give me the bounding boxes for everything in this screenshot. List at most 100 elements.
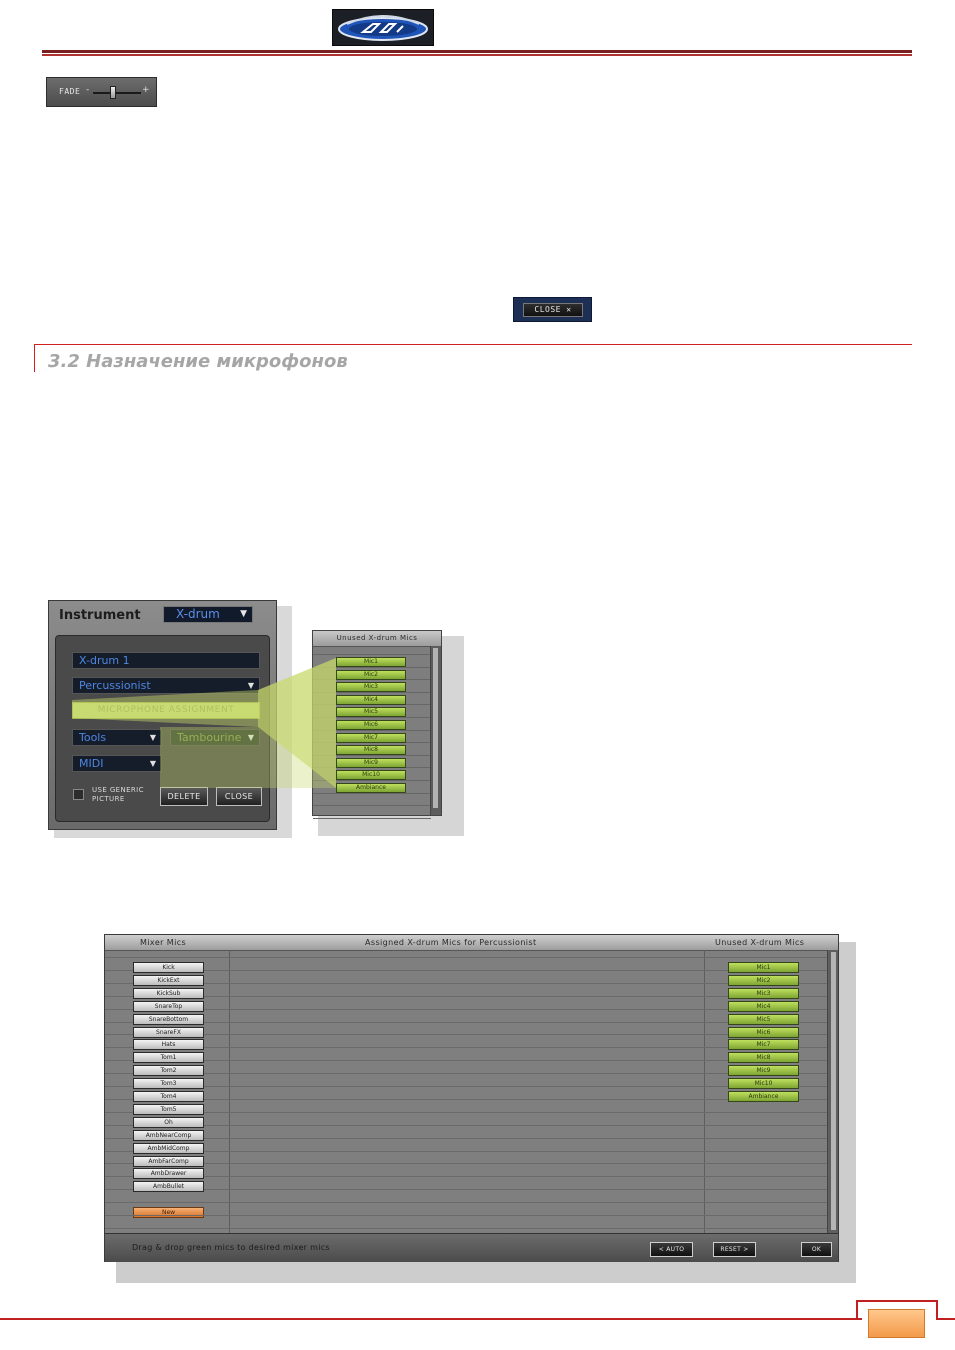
page-number xyxy=(868,1309,925,1338)
mixer-mic-button[interactable]: Tom5 xyxy=(133,1103,204,1115)
unused-mic-button[interactable]: Mic8 xyxy=(336,745,406,756)
mixer-mic-button[interactable]: Tom4 xyxy=(133,1091,204,1102)
unused-scrollbar[interactable] xyxy=(430,646,441,815)
drag-hint: Drag & drop green mics to desired mixer … xyxy=(132,1243,330,1252)
list-row-divider xyxy=(313,742,431,744)
unused-mic-button[interactable]: Mic1 xyxy=(728,962,799,973)
grid-row-divider xyxy=(105,1176,827,1178)
unused-mic-button[interactable]: Mic2 xyxy=(728,974,799,986)
grid-row-divider xyxy=(105,1202,827,1204)
chevron-down-icon: ▼ xyxy=(149,733,156,742)
list-row-divider xyxy=(313,679,431,681)
unused-mic-button[interactable]: Mic3 xyxy=(728,987,799,999)
footer-rule xyxy=(0,1318,862,1320)
unused-mic-button[interactable]: Mic6 xyxy=(728,1026,799,1038)
mixer-mic-button[interactable]: Kick xyxy=(133,962,204,973)
grid-row-divider xyxy=(105,957,827,958)
list-row-divider xyxy=(313,817,431,819)
kit-select[interactable]: X-drum ▼ xyxy=(163,606,253,623)
mixer-mic-button[interactable]: AmbDrawer xyxy=(133,1168,204,1180)
unused-mic-button[interactable]: Mic5 xyxy=(728,1013,799,1025)
grid-row-divider xyxy=(105,1047,827,1049)
grid-row-divider xyxy=(105,1111,827,1113)
delete-button[interactable]: DELETE xyxy=(160,787,208,806)
unused-mic-button[interactable]: Mic10 xyxy=(728,1078,799,1090)
unused-mic-button[interactable]: Mic2 xyxy=(336,669,406,680)
unused-mic-button[interactable]: Mic9 xyxy=(728,1065,799,1077)
close-button-widget: CLOSE ✕ xyxy=(513,297,592,322)
mixer-mic-button[interactable]: Oh xyxy=(133,1116,204,1128)
auto-button[interactable]: < AUTO xyxy=(650,1242,693,1257)
unused-mic-button[interactable]: Mic4 xyxy=(728,1000,799,1012)
scrollbar-thumb[interactable] xyxy=(433,648,438,808)
instrument-title: Instrument xyxy=(59,608,141,623)
unused-mic-button[interactable]: Mic7 xyxy=(336,732,406,743)
unused-mic-button[interactable]: Mic3 xyxy=(336,682,406,693)
list-row-divider xyxy=(313,805,431,807)
chevron-down-icon: ▼ xyxy=(240,609,247,619)
grid-row-divider xyxy=(105,1215,827,1216)
chevron-down-icon: ▼ xyxy=(247,733,254,742)
mixer-mic-button[interactable]: AmbMidComp xyxy=(133,1142,204,1154)
mixer-mic-button[interactable]: SnareBottom xyxy=(133,1013,204,1025)
close-button[interactable]: CLOSE ✕ xyxy=(523,303,583,317)
ok-button[interactable]: OK xyxy=(801,1242,832,1257)
assign-scrollbar[interactable] xyxy=(827,950,838,1233)
page-number-frame xyxy=(856,1300,938,1320)
instrument-name-field[interactable]: X-drum 1 xyxy=(72,652,260,669)
unused-mic-button[interactable]: Mic1 xyxy=(336,657,406,667)
unused-mic-button[interactable]: Mic8 xyxy=(728,1052,799,1064)
unused-mic-button[interactable]: Mic9 xyxy=(336,757,406,768)
unused-mic-button[interactable]: Mic7 xyxy=(728,1039,799,1051)
mixer-mic-button[interactable]: AmbFarComp xyxy=(133,1155,204,1167)
grid-row-divider xyxy=(105,1150,827,1152)
new-mixer-mic-button[interactable]: New xyxy=(133,1207,204,1218)
mixer-mic-button[interactable]: KickExt xyxy=(133,974,204,986)
unused-mic-button[interactable]: Mic10 xyxy=(336,770,406,781)
mixer-mic-button[interactable]: AmbBullet xyxy=(133,1181,204,1193)
mixer-mic-button[interactable]: SnareFX xyxy=(133,1026,204,1038)
mixer-mic-button[interactable]: Hats xyxy=(133,1039,204,1051)
midi-select[interactable]: MIDI ▼ xyxy=(72,755,162,772)
unused-mic-button[interactable]: Ambiance xyxy=(336,783,406,793)
grid-row-divider xyxy=(105,982,827,984)
footer-rule-end xyxy=(937,1318,955,1320)
microphone-assignment-button[interactable]: MICROPHONE ASSIGNMENT xyxy=(72,702,260,719)
mixer-mics-header: Mixer Mics xyxy=(140,938,187,947)
chevron-down-icon: ▼ xyxy=(149,759,156,768)
grid-row-divider xyxy=(105,1227,827,1229)
grid-row-divider xyxy=(105,1021,827,1023)
unused-mic-button[interactable]: Mic5 xyxy=(336,707,406,718)
unused-panel-header: Unused X-drum Mics xyxy=(313,631,441,647)
list-row-divider xyxy=(313,691,431,693)
grid-row-divider xyxy=(105,1086,827,1087)
instrument-settings-box: X-drum 1 Percussionist ▼ MICROPHONE ASSI… xyxy=(55,635,270,822)
mixer-mic-button[interactable]: Tom3 xyxy=(133,1078,204,1090)
category-select[interactable]: Percussionist ▼ xyxy=(72,677,260,694)
instrument-panel: Instrument X-drum ▼ X-drum 1 Percussioni… xyxy=(48,600,277,830)
instrument-close-button[interactable]: CLOSE xyxy=(216,787,262,806)
unused-mic-button[interactable]: Mic6 xyxy=(336,720,406,730)
mixer-mic-button[interactable]: AmbNearComp xyxy=(133,1129,204,1141)
fade-slider-widget[interactable]: FADE - + xyxy=(46,77,157,107)
instrument-type-select[interactable]: Tambourine ▼ xyxy=(170,729,260,746)
fade-knob[interactable] xyxy=(109,86,116,99)
header-rule-accent xyxy=(42,54,912,56)
scrollbar-thumb[interactable] xyxy=(831,952,836,1230)
assign-panel-header: Mixer Mics Assigned X-drum Mics for Perc… xyxy=(105,935,838,951)
unused-mic-button[interactable]: Ambiance xyxy=(728,1091,799,1102)
unused-mic-button[interactable]: Mic4 xyxy=(336,694,406,705)
grid-row-divider xyxy=(105,1163,827,1165)
mixer-mic-button[interactable]: Tom1 xyxy=(133,1052,204,1064)
mixer-mic-button[interactable]: Tom2 xyxy=(133,1065,204,1077)
reset-button[interactable]: RESET > xyxy=(713,1242,756,1257)
brand-logo xyxy=(332,9,434,46)
list-row-divider xyxy=(313,654,431,655)
tools-select[interactable]: Tools ▼ xyxy=(72,729,162,746)
mixer-mic-button[interactable]: SnareTop xyxy=(133,1000,204,1012)
fade-track[interactable] xyxy=(93,92,141,94)
list-row-divider xyxy=(313,704,431,706)
mixer-mic-button[interactable]: KickSub xyxy=(133,987,204,999)
generic-picture-checkbox[interactable] xyxy=(73,789,84,800)
